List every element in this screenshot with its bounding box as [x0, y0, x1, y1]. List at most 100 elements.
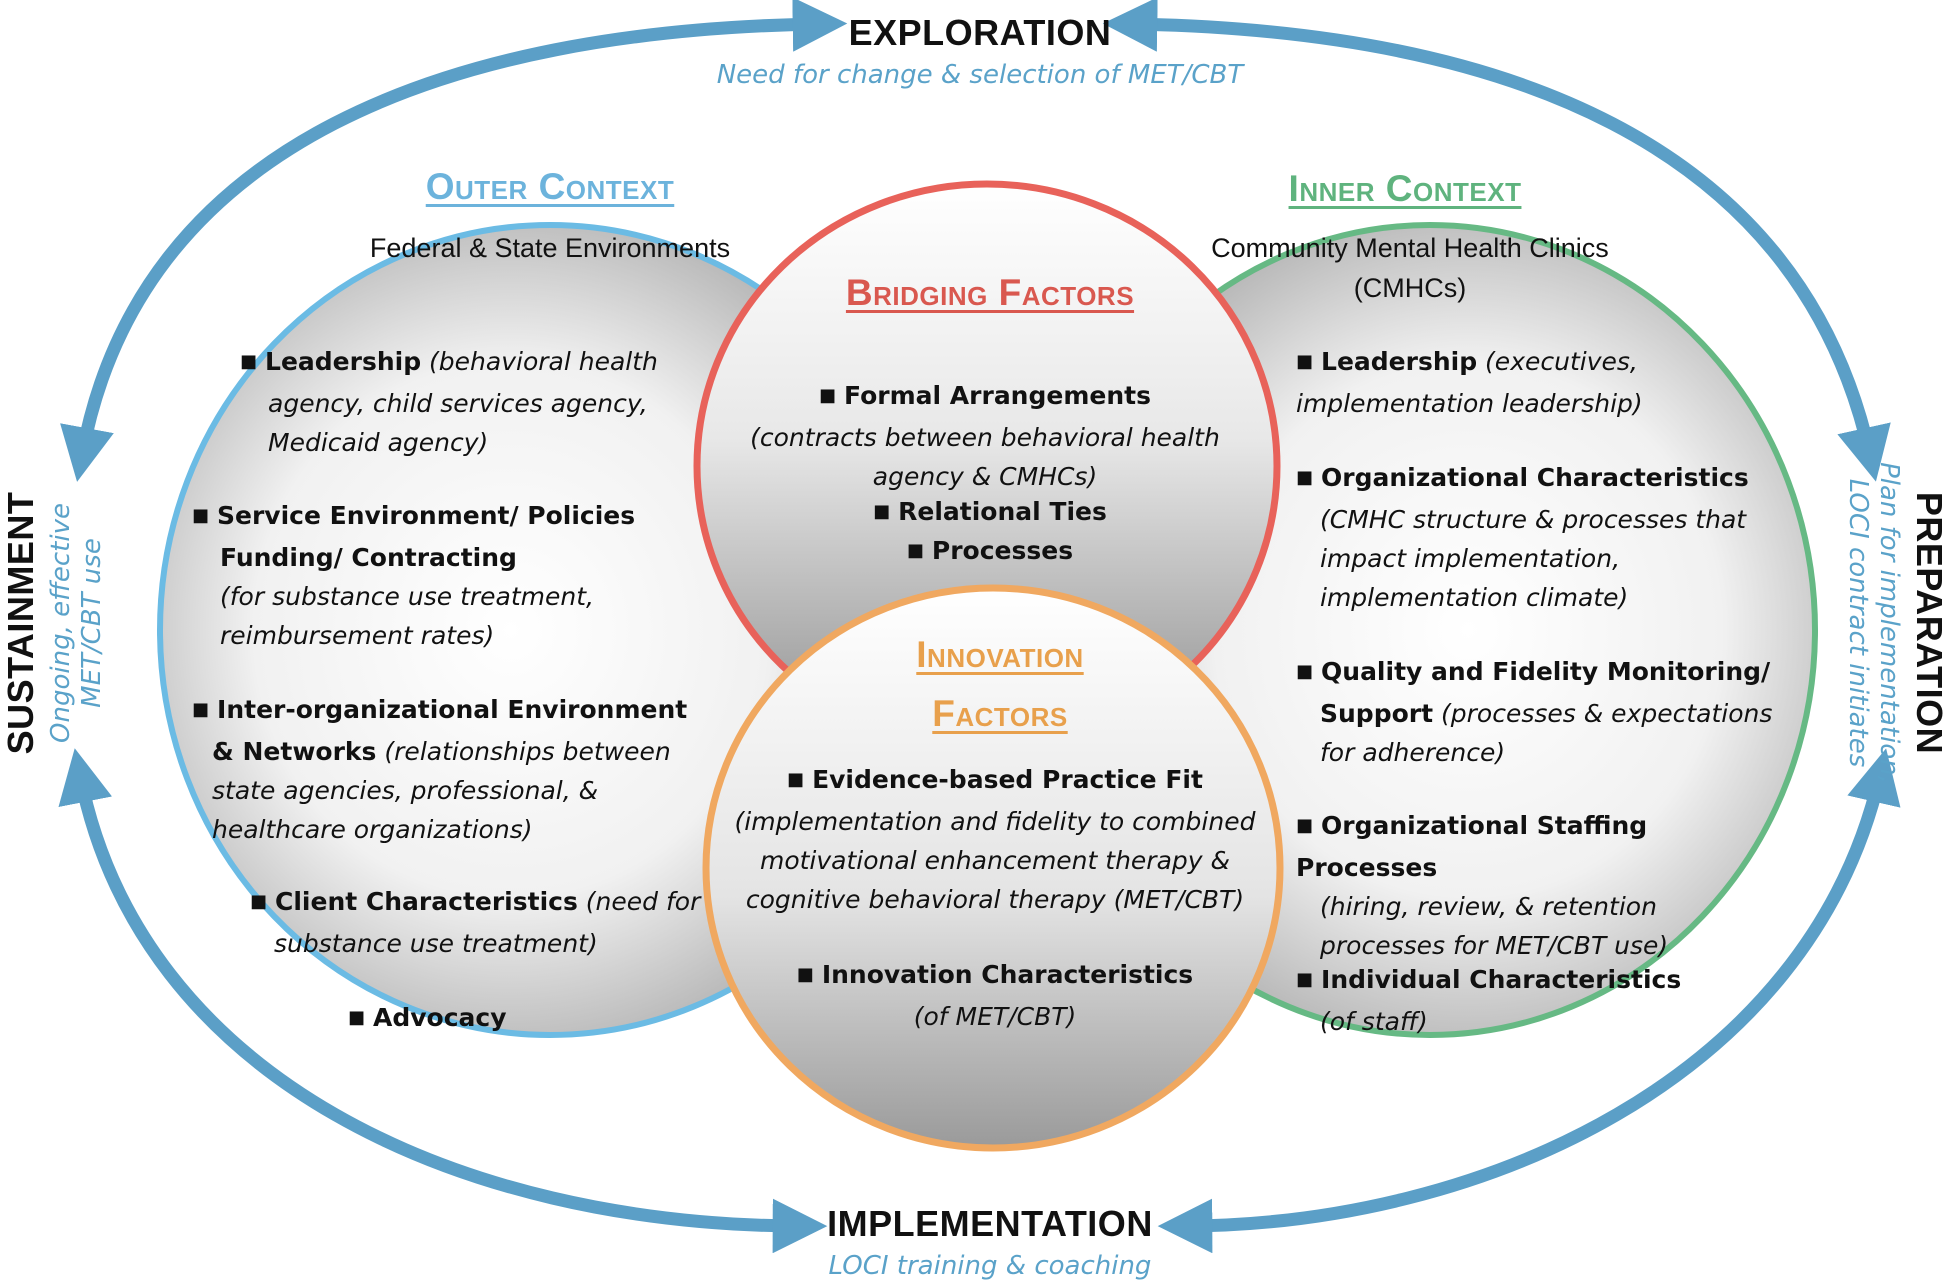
outer-item-leadership: ■ Leadership (behavioral health agency, c…: [240, 342, 700, 462]
innovation-item-label: Evidence-based Practice Fit: [812, 765, 1203, 794]
outer-context-subtitle: Federal & State Environments: [369, 233, 731, 263]
inner-item-label: Individual Characteristics: [1321, 965, 1682, 994]
bridging-item-detail: (contracts between behavioral health: [750, 423, 1220, 452]
bullet-icon: ■: [1296, 969, 1314, 990]
preparation-title: PREPARATION: [1909, 491, 1950, 755]
outer-item-label: Service Environment/ Policies: [217, 501, 636, 530]
bullet-icon: ■: [250, 891, 268, 912]
outer-item-detail: healthcare organizations): [212, 815, 533, 844]
implementation-subtitle: LOCI training & coaching: [828, 1251, 1152, 1281]
arrow-sustainment-to-implementation: [58, 748, 828, 1254]
bullet-icon: ■: [1296, 351, 1314, 372]
preparation-subtitle-line2: LOCI contract initiates: [1842, 478, 1873, 768]
outer-item-label: & Networks: [212, 737, 377, 766]
innovation-item-label: Innovation Characteristics: [821, 960, 1194, 989]
inner-item-detail: impact implementation,: [1320, 544, 1621, 573]
outer-item-label: Advocacy: [373, 1003, 507, 1032]
inner-item-detail: (of staff): [1320, 1007, 1428, 1036]
sustainment-subtitle-line2: MET/CBT use: [77, 538, 108, 708]
outer-item-detail: reimbursement rates): [220, 621, 495, 650]
phase-sustainment: SUSTAINMENT Ongoing, effective MET/CBT u…: [0, 433, 120, 813]
outer-item-detail: state agencies, professional, &: [212, 776, 599, 805]
phase-implementation: IMPLEMENTATION LOCI training & coaching: [640, 1203, 1340, 1281]
phase-cycle-arrows: [58, 0, 1901, 1254]
inner-item-leadership: ■ Leadership (executives, implementation …: [1296, 342, 1716, 423]
outer-item-label: Inter-organizational Environment: [217, 695, 688, 724]
bullet-icon: ■: [348, 1007, 366, 1028]
bullet-icon: ■: [873, 501, 891, 522]
arrow-exploration-to-preparation: [1102, 0, 1891, 482]
inner-item-label: Organizational Characteristics: [1321, 463, 1749, 492]
inner-item-detail: implementation leadership): [1296, 389, 1643, 418]
innovation-item-evidence-based-fit: ■ Evidence-based Practice Fit (implementa…: [715, 760, 1275, 919]
arrow-preparation-to-implementation: [1157, 748, 1901, 1254]
bridging-item-label: Relational Ties: [898, 497, 1107, 526]
inner-context-subtitle-line1: Community Mental Health Clinics: [1211, 233, 1609, 263]
inner-item-detail: implementation climate): [1320, 583, 1629, 612]
bullet-icon: ■: [240, 351, 258, 372]
sustainment-subtitle-line1: Ongoing, effective: [46, 503, 76, 743]
inner-item-label: Support: [1320, 699, 1434, 728]
inner-item-organizational-characteristics: ■ Organizational Characteristics (CMHC st…: [1296, 458, 1776, 617]
inner-item-detail: (executives,: [1477, 347, 1638, 376]
inner-item-label: Leadership: [1321, 347, 1478, 376]
outer-item-advocacy: ■ Advocacy: [348, 998, 548, 1040]
inner-item-quality-fidelity: ■ Quality and Fidelity Monitoring/ Suppor…: [1296, 652, 1786, 772]
bridging-item-formal-arrangements: ■ Formal Arrangements (contracts between …: [715, 376, 1255, 496]
innovation-item-characteristics: ■ Innovation Characteristics (of MET/CBT): [745, 955, 1245, 1036]
inner-item-detail: for adherence): [1320, 738, 1506, 767]
outer-item-detail: (need for: [577, 887, 701, 916]
inner-item-detail: (processes & expectations: [1433, 699, 1773, 728]
outer-item-detail: agency, child services agency,: [268, 389, 648, 418]
innovation-item-detail: motivational enhancement therapy &: [759, 846, 1231, 875]
arrow-exploration-to-sustainment: [60, 0, 848, 482]
bullet-icon: ■: [787, 769, 805, 790]
bridging-item-processes: ■ Processes: [790, 531, 1190, 573]
outer-item-detail: (relationships between: [376, 737, 671, 766]
bullet-icon: ■: [796, 964, 814, 985]
outer-item-label: Client Characteristics: [275, 887, 578, 916]
sustainment-title: SUSTAINMENT: [0, 491, 41, 755]
bullet-icon: ■: [906, 540, 924, 561]
inner-item-individual-characteristics: ■ Individual Characteristics (of staff): [1296, 960, 1756, 1041]
outer-item-client-characteristics: ■ Client Characteristics (need for substa…: [250, 882, 710, 963]
phase-preparation: PREPARATION Plan for implementation, LOC…: [1830, 433, 1950, 813]
outer-item-detail: Medicaid agency): [268, 428, 489, 457]
inner-context-title: Inner Context: [1288, 168, 1522, 209]
bridging-factors-title: Bridging Factors: [845, 272, 1135, 313]
inner-item-staffing-processes: ■Organizational Staffing Processes (hiri…: [1296, 806, 1786, 965]
innovation-factors-circle: [702, 584, 1284, 1152]
outer-item-detail: (behavioral health: [421, 347, 658, 376]
inner-item-detail: processes for MET/CBT use): [1320, 931, 1669, 960]
inner-item-detail: (CMHC structure & processes that: [1320, 505, 1747, 534]
bullet-icon: ■: [1296, 661, 1314, 682]
innovation-item-detail: cognitive behavioral therapy (MET/CBT): [745, 885, 1245, 914]
outer-item-inter-organizational: ■ Inter-organizational Environment & Netw…: [192, 690, 712, 849]
bullet-icon: ■: [1296, 815, 1314, 836]
inner-context-subtitle-line2: (CMHCs): [1353, 273, 1467, 303]
bridging-item-relational-ties: ■ Relational Ties: [790, 492, 1190, 534]
bridging-item-label: Processes: [931, 536, 1074, 565]
inner-item-detail: (hiring, review, & retention: [1320, 892, 1657, 921]
outer-item-service-environment: ■ Service Environment/ Policies Funding/ …: [192, 496, 692, 655]
innovation-item-detail: (implementation and fidelity to combined: [734, 807, 1256, 836]
innovation-factors-title-line2: Factors: [932, 693, 1068, 734]
bullet-icon: ■: [192, 699, 210, 720]
exploration-title: EXPLORATION: [848, 12, 1112, 53]
preparation-subtitle-line1: Plan for implementation,: [1874, 462, 1904, 784]
bullet-icon: ■: [1296, 467, 1314, 488]
bridging-item-label: Formal Arrangements: [844, 381, 1151, 410]
implementation-title: IMPLEMENTATION: [827, 1203, 1153, 1244]
outer-item-label: Leadership: [265, 347, 422, 376]
phase-exploration: EXPLORATION Need for change & selection …: [640, 12, 1320, 90]
outer-context-title: Outer Context: [425, 166, 675, 207]
outer-item-detail: substance use treatment): [274, 929, 598, 958]
outer-item-detail: (for substance use treatment,: [220, 582, 594, 611]
inner-item-label: Organizational Staffing Processes: [1296, 811, 1648, 882]
inner-item-label: Quality and Fidelity Monitoring/: [1321, 657, 1771, 686]
bullet-icon: ■: [192, 505, 210, 526]
outer-item-label: Funding/ Contracting: [220, 543, 517, 572]
innovation-item-detail: (of MET/CBT): [913, 1002, 1077, 1031]
bullet-icon: ■: [819, 385, 837, 406]
